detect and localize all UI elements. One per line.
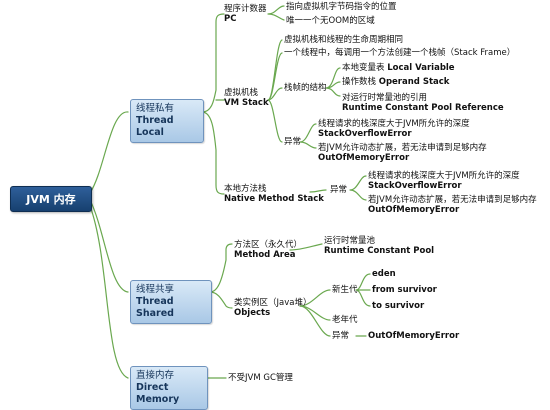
vm-exc-1-cn: 若JVM允许动态扩展，若无法申请到足够内存 — [318, 143, 487, 153]
link-vm-lifecycle — [267, 39, 283, 101]
link-frame-items — [325, 67, 341, 97]
young-item-to: to survivor — [372, 301, 425, 311]
method-area-title-en[interactable]: Method Area — [234, 250, 296, 260]
pc-title-en[interactable]: PC — [224, 14, 237, 24]
objects-exception-oom: OutOfMemoryError — [368, 331, 460, 341]
link-vm-exc-items — [299, 123, 317, 149]
old-gen-label: 老年代 — [332, 315, 358, 325]
link-tl-native — [201, 111, 225, 195]
thread-shared-cn: 线程共享 — [136, 284, 175, 295]
frame-item-2-cn: 对运行时常量池的引用 — [342, 93, 428, 103]
method-area-child-cn: 运行时常量池 — [324, 236, 376, 246]
young-item-from: from survivor — [372, 285, 437, 295]
objects-exception-label[interactable]: 异常 — [332, 331, 350, 341]
thread-local-node[interactable]: 线程私有 Thread Local — [130, 99, 204, 143]
link-vm-struct — [267, 87, 283, 101]
link-ts-bracket — [209, 243, 233, 293]
young-gen-label[interactable]: 新生代 — [332, 285, 358, 295]
root-node[interactable]: JVM 内存 — [10, 186, 92, 212]
vm-stack-frame-desc: 一个线程中，每调用一个方法创建一个栈帧（Stack Frame） — [284, 48, 516, 58]
direct-memory-node[interactable]: 直接内存 Direct Memory — [130, 366, 208, 410]
vm-stack-title-en[interactable]: VM Stack — [224, 98, 269, 108]
young-item-eden: eden — [372, 269, 396, 279]
vm-exc-0-en: StackOverflowError — [318, 129, 412, 139]
thread-shared-node[interactable]: 线程共享 Thread Shared — [130, 280, 212, 324]
frame-item-0-en: Local Variable — [387, 63, 455, 73]
native-exc-1-en: OutOfMemoryError — [368, 205, 460, 215]
thread-local-cn: 线程私有 — [136, 103, 175, 114]
pc-note-1: 唯一一个无OOM的区域 — [286, 16, 375, 26]
link-vm-frame — [267, 52, 283, 101]
link-root-direct-memory — [89, 205, 129, 379]
vm-stack-lifecycle: 虚拟机栈和线程的生命周期相同 — [284, 35, 404, 45]
vm-exc-1-en: OutOfMemoryError — [318, 153, 410, 163]
frame-item-0-cn: 本地变量表 — [342, 63, 385, 73]
direct-memory-en: Direct Memory — [136, 382, 180, 405]
method-area-title-cn[interactable]: 方法区（永久代） — [234, 240, 303, 250]
frame-struct-label[interactable]: 栈帧的结构 — [284, 83, 327, 93]
direct-memory-cn: 直接内存 — [136, 370, 175, 381]
link-native-exc-items — [349, 175, 367, 201]
link-root-thread-local — [89, 111, 129, 194]
pc-title-cn[interactable]: 程序计数器 — [224, 4, 267, 14]
native-exception-label[interactable]: 异常 — [330, 185, 348, 195]
link-ts-objects — [209, 291, 233, 309]
vm-exc-0-cn: 线程请求的栈深度大于JVM所允许的深度 — [318, 119, 470, 129]
thread-shared-en: Thread Shared — [136, 296, 174, 319]
link-young-items — [355, 273, 371, 307]
frame-item-1: 操作数栈 Operand Stack — [342, 77, 449, 87]
native-stack-title-cn[interactable]: 本地方法栈 — [224, 184, 267, 194]
link-native-exc — [309, 189, 327, 193]
native-stack-title-en[interactable]: Native Method Stack — [224, 194, 324, 204]
link-method-child — [289, 243, 323, 251]
link-root-thread-shared — [89, 199, 129, 293]
direct-memory-note: 不受JVM GC管理 — [228, 373, 293, 383]
link-tl-bracket — [201, 13, 225, 113]
pc-note-0: 指向虚拟机字节码指令的位置 — [286, 2, 397, 12]
native-exc-1-cn: 若JVM允许动态扩展，若无法申请到足够内存 — [368, 195, 537, 205]
link-vm-exc — [267, 99, 283, 143]
link-obj-exc — [299, 305, 331, 337]
link-obj-young — [299, 289, 331, 307]
native-exc-0-en: StackOverflowError — [368, 181, 462, 191]
vm-stack-title-cn[interactable]: 虚拟机栈 — [224, 88, 259, 98]
thread-local-en: Thread Local — [136, 115, 174, 138]
vm-stack-exception-label[interactable]: 异常 — [284, 137, 302, 147]
frame-item-1-cn: 操作数栈 — [342, 77, 377, 87]
native-exc-0-cn: 线程请求的栈深度大于JVM所允许的深度 — [368, 171, 520, 181]
frame-item-1-en: Operand Stack — [378, 77, 450, 87]
frame-item-0: 本地变量表 Local Variable — [342, 63, 455, 73]
frame-item-2-en: Runtime Constant Pool Reference — [342, 103, 504, 113]
method-area-child-en: Runtime Constant Pool — [324, 246, 435, 256]
objects-title-en[interactable]: Objects — [234, 308, 271, 318]
link-pc-notes — [267, 5, 285, 21]
objects-title-cn[interactable]: 类实例区（Java堆） — [234, 298, 312, 308]
